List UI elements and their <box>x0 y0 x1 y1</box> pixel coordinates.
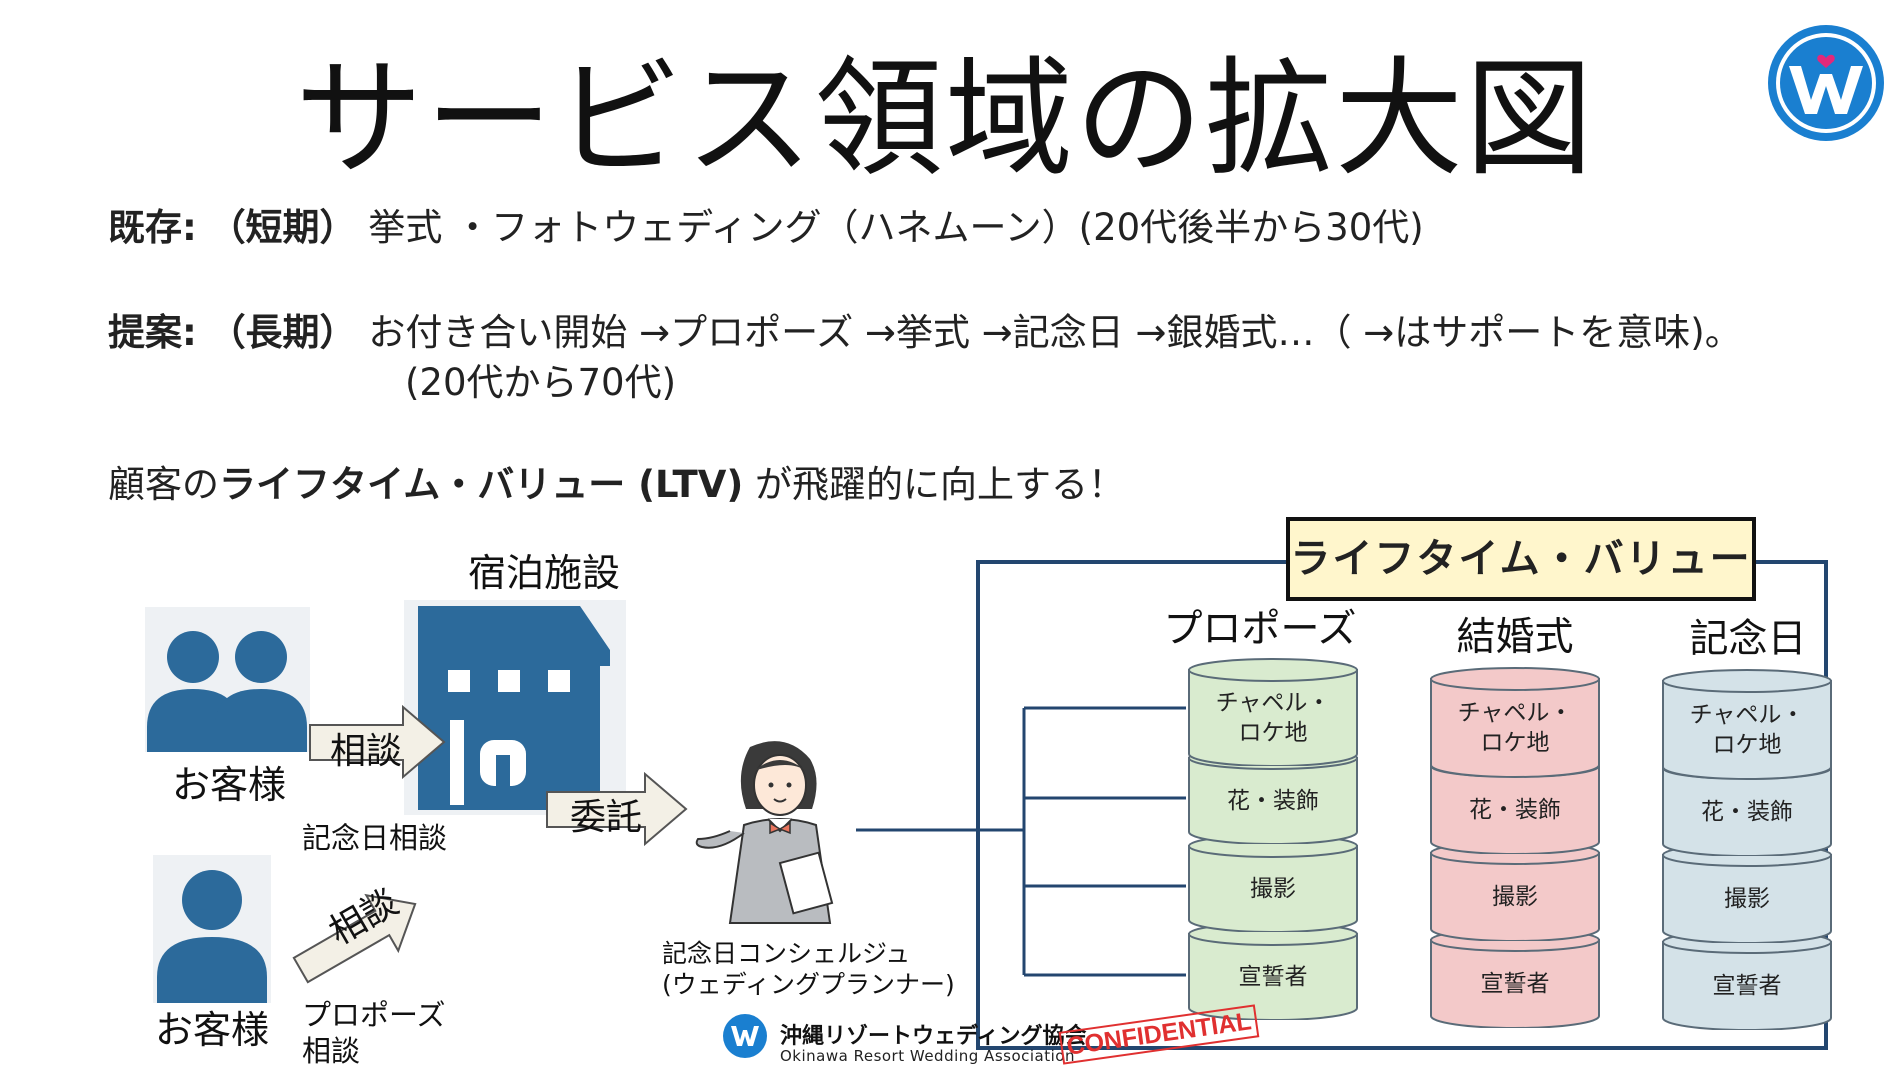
proposal-term: （長期） <box>208 311 357 354</box>
concierge-label: 記念日コンシェルジュ (ウェディングプランナー) <box>662 939 955 999</box>
footer-org-jp: 沖縄リゾートウェディング協会 <box>780 1024 1087 1049</box>
service-cylinder-chapel: チャペル・ ロケ地 <box>1430 667 1600 777</box>
ltv-line: 顧客のライフタイム・バリュー (LTV) が飛躍的に向上する！ <box>108 462 1125 508</box>
customer-label-2: お客様 <box>155 1008 270 1052</box>
customer-label-1: お客様 <box>172 763 287 807</box>
cylinder-label: 花・装飾 <box>1227 788 1319 814</box>
cylinder-label: 花・装飾 <box>1469 797 1561 823</box>
cylinder-label: チャペル・ ロケ地 <box>1457 700 1573 756</box>
service-cylinder-photo: 撮影 <box>1430 841 1600 941</box>
ltv-prefix: 顧客の <box>108 463 219 506</box>
cylinder-label: 宣誓者 <box>1238 964 1308 990</box>
service-cylinder-officiant: 宣誓者 <box>1188 922 1358 1020</box>
concierge-person-icon <box>695 741 834 924</box>
cylinder-label: 宣誓者 <box>1480 971 1550 997</box>
service-cylinder-officiant: 宣誓者 <box>1662 930 1832 1030</box>
ltv-title-box: ライフタイム・バリュー <box>1286 517 1756 601</box>
proposal-text: お付き合い開始 →プロポーズ →挙式 →記念日 →銀婚式…（ →はサポートを意味… <box>368 311 1742 354</box>
service-cylinder-photo: 撮影 <box>1188 834 1358 932</box>
connector-lines <box>856 706 1186 977</box>
column-header-propose: プロポーズ <box>1163 607 1357 652</box>
cylinder-label: 宣誓者 <box>1712 973 1782 999</box>
column-header-anniversary: 記念日 <box>1689 617 1807 662</box>
cylinder-shape <box>1662 669 1832 779</box>
cylinder-label: 撮影 <box>1492 884 1538 910</box>
cylinder-shape <box>1188 658 1358 766</box>
service-cylinder-chapel: チャペル・ ロケ地 <box>1188 658 1358 766</box>
cylinder-label: 花・装飾 <box>1701 799 1793 825</box>
consult-arrow-1 <box>309 705 446 780</box>
service-cylinder-photo: 撮影 <box>1662 843 1832 943</box>
propose-consult-label: プロポーズ 相談 <box>302 998 446 1068</box>
proposal-label: 提案: <box>108 311 197 354</box>
hotel-label: 宿泊施設 <box>468 551 621 595</box>
service-cylinder-chapel: チャペル・ ロケ地 <box>1662 669 1832 779</box>
proposal-age: (20代から70代) <box>405 361 677 404</box>
proposal-line: 提案: （長期） お付き合い開始 →プロポーズ →挙式 →記念日 →銀婚式…（ … <box>108 310 1742 356</box>
ltv-bold: ライフタイム・バリュー (LTV) <box>219 463 744 506</box>
existing-term: （短期） <box>208 206 357 249</box>
customer-single-icon <box>153 855 271 1003</box>
existing-line: 既存: （短期） 挙式 ・フォトウェディング（ハネムーン）(20代後半から30代… <box>108 205 1424 251</box>
existing-text: 挙式 ・フォトウェディング（ハネムーン）(20代後半から30代) <box>368 206 1424 249</box>
customer-couple-icon <box>145 607 310 752</box>
delegate-label: 委託 <box>570 797 643 838</box>
association-logo-icon <box>1768 25 1884 141</box>
cylinder-label: 撮影 <box>1250 876 1296 902</box>
cylinder-label: チャペル・ ロケ地 <box>1689 702 1805 758</box>
cylinder-shape <box>1430 667 1600 777</box>
hotel-building-icon <box>404 600 626 815</box>
footer-org-en: Okinawa Resort Wedding Association <box>780 1047 1075 1065</box>
page-title: サービス領域の拡大図 <box>294 45 1595 194</box>
ltv-suffix: が飛躍的に向上する！ <box>743 463 1126 506</box>
consult-label-1: 相談 <box>330 731 403 772</box>
column-header-wedding: 結婚式 <box>1456 615 1574 660</box>
footer-logo-icon <box>723 1014 767 1058</box>
delegate-arrow <box>546 772 688 847</box>
service-cylinder-officiant: 宣誓者 <box>1430 928 1600 1028</box>
cylinder-label: チャペル・ ロケ地 <box>1215 690 1331 746</box>
anniversary-consult-label: 記念日相談 <box>302 821 448 855</box>
cylinder-label: 撮影 <box>1724 886 1770 912</box>
consult-arrow-2 <box>292 893 417 984</box>
existing-label: 既存: <box>108 206 197 249</box>
